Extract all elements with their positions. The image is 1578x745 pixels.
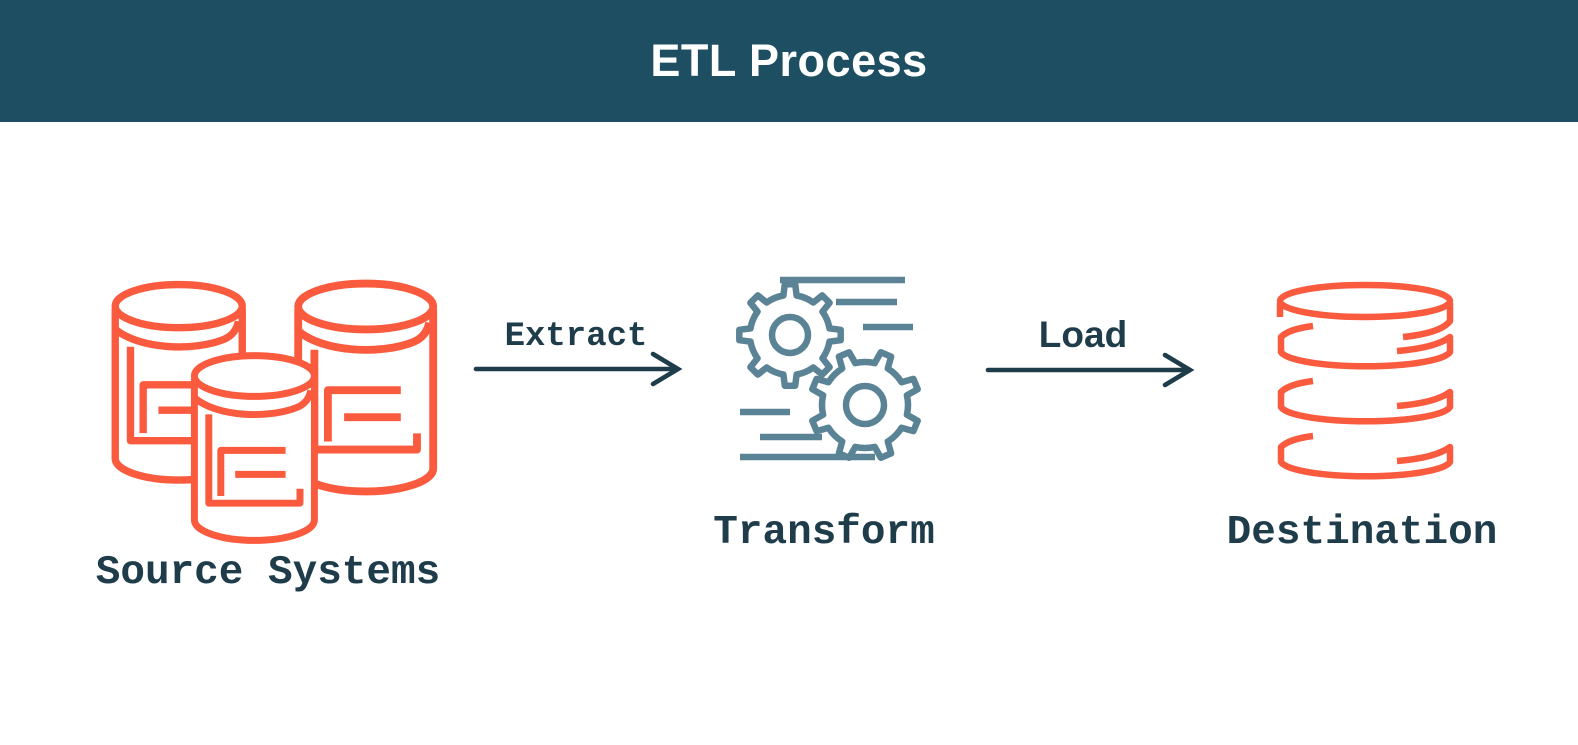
large-gear-icon bbox=[809, 349, 921, 461]
title-bar: ETL Process bbox=[0, 0, 1578, 122]
database-stack-icon bbox=[1276, 281, 1454, 480]
load-arrow-icon bbox=[985, 352, 1195, 388]
transform-label: Transform bbox=[713, 510, 935, 556]
load-label: Load bbox=[1038, 314, 1128, 355]
databases-cluster-icon bbox=[98, 266, 450, 566]
small-gear-icon bbox=[736, 281, 844, 389]
gears-icon bbox=[736, 276, 921, 461]
page-title: ETL Process bbox=[650, 35, 928, 86]
source-systems-label: Source Systems bbox=[95, 550, 441, 596]
extract-arrow-icon bbox=[473, 351, 683, 387]
destination-label: Destination bbox=[1226, 510, 1498, 556]
extract-label: Extract bbox=[504, 318, 648, 356]
